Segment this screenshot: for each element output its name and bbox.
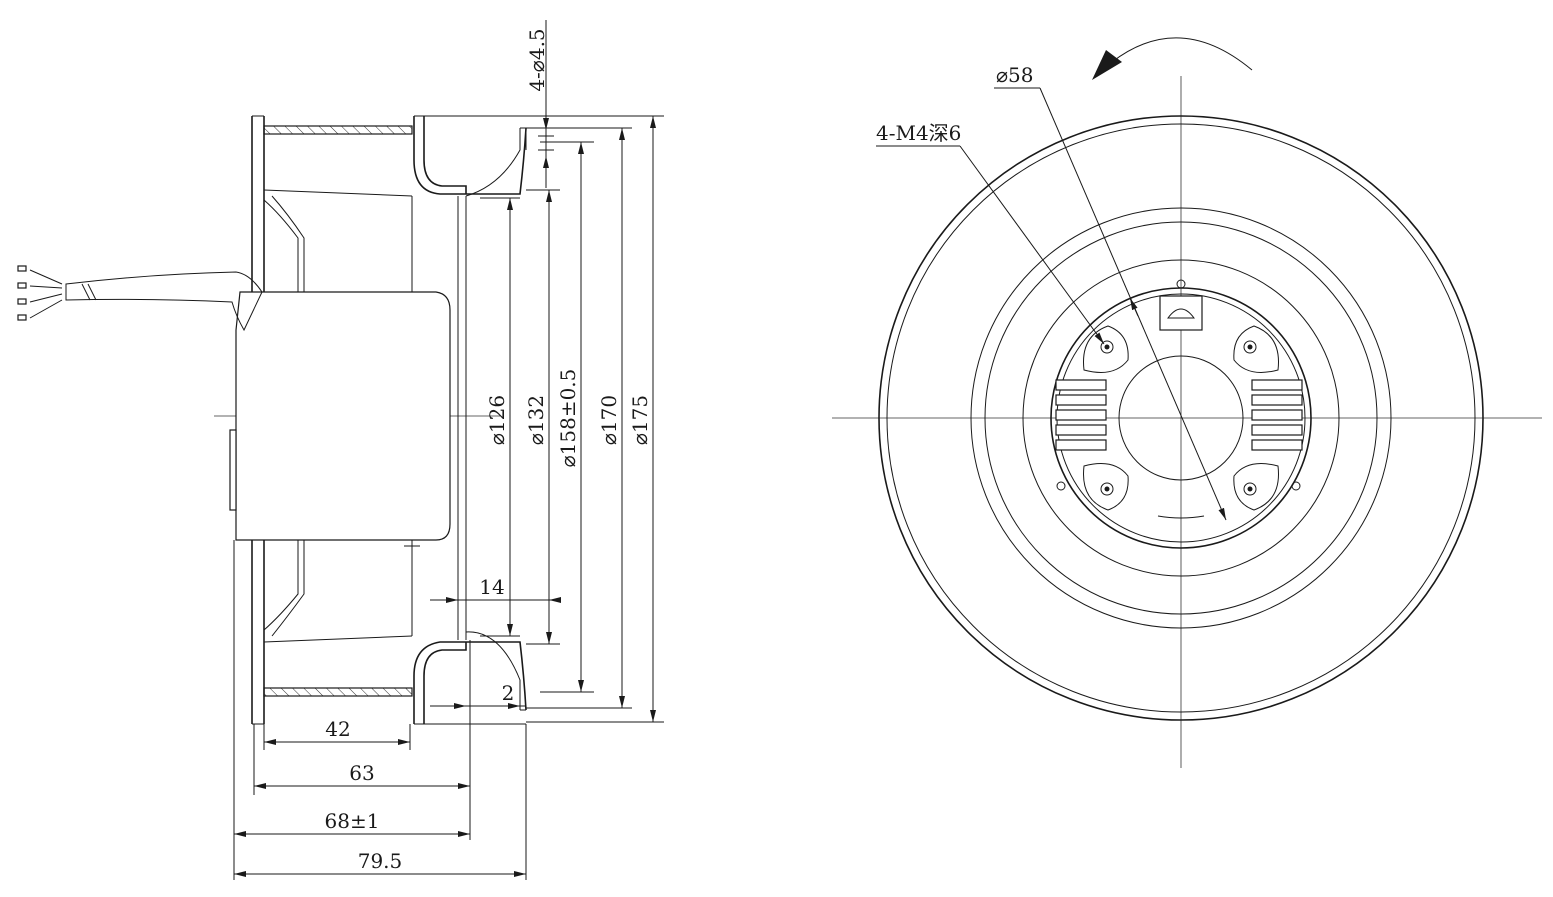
marker-hole-left — [1056, 481, 1066, 491]
outer-ring-170 — [886, 123, 1476, 713]
mount-boss-br — [1233, 463, 1279, 511]
inlet-ring-inner — [984, 221, 1378, 615]
mount-boss-bl — [1083, 463, 1129, 511]
mount-boss-tl — [1083, 325, 1129, 373]
thread-callout: 4-M4深6 — [876, 121, 1105, 345]
inlet-plate-bottom — [263, 687, 413, 697]
outer-ring-175 — [878, 115, 1484, 721]
width-dimensions: 14 2 42 63 68±1 79.5 — [233, 540, 561, 880]
dim-d126: ⌀126 — [485, 395, 509, 445]
inlet-ring — [970, 207, 1392, 629]
dim-w14: 14 — [479, 575, 504, 599]
diameter-dimensions: ⌀126 ⌀132 ⌀158±0.5 ⌀170 ⌀175 — [480, 115, 664, 723]
dim-d158: ⌀158±0.5 — [556, 369, 580, 468]
side-view: ⌀126 ⌀132 ⌀158±0.5 ⌀170 ⌀175 4-⌀4.5 14 — [17, 20, 664, 880]
mount-boss-tr — [1233, 325, 1279, 373]
bell-mouth-top — [413, 115, 527, 640]
d58-callout: ⌀58 — [994, 63, 1227, 521]
front-view: ⌀58 4-M4深6 — [832, 37, 1542, 768]
hub-bore-58 — [1118, 355, 1244, 481]
cable-assembly — [17, 265, 263, 332]
dim-w63: 63 — [349, 761, 374, 785]
dim-w2: 2 — [502, 681, 515, 705]
motor-hub — [1050, 287, 1312, 549]
dim-w42: 42 — [325, 717, 350, 741]
rotor-ring — [1022, 259, 1340, 577]
dim-d175: ⌀175 — [628, 395, 652, 445]
dim-d132: ⌀132 — [524, 395, 548, 445]
rotation-arrow — [1092, 37, 1253, 80]
dim-w79-5: 79.5 — [358, 849, 403, 873]
motor-body — [229, 291, 451, 541]
hole-spec-callout: 4-⌀4.5 — [525, 20, 554, 188]
dim-d170: ⌀170 — [597, 395, 621, 445]
dim-w68: 68±1 — [325, 809, 380, 833]
cooling-slots-left — [1055, 379, 1107, 451]
dim-thread-spec: 4-M4深6 — [876, 121, 961, 145]
dim-hole-spec: 4-⌀4.5 — [525, 28, 549, 91]
dim-d58: ⌀58 — [996, 63, 1034, 87]
cooling-slots-right — [1251, 379, 1303, 451]
